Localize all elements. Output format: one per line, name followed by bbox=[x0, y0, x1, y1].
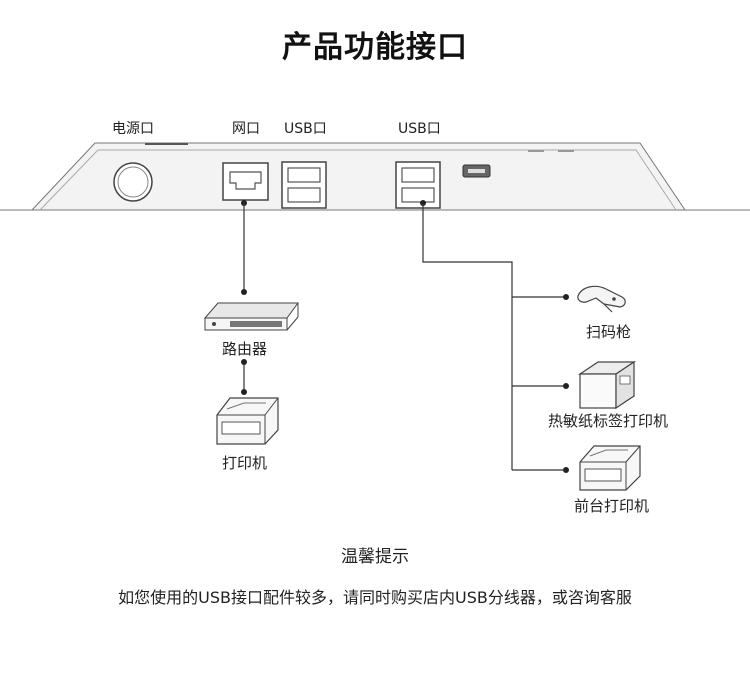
front-printer-label: 前台打印机 bbox=[574, 497, 650, 515]
front-printer-icon bbox=[579, 445, 641, 491]
power-port-label: 电源口 bbox=[112, 121, 154, 137]
label-printer-label: 热敏纸标签打印机 bbox=[548, 412, 669, 430]
scanner-label: 扫码枪 bbox=[586, 323, 632, 341]
usb-port-left-icon bbox=[281, 161, 327, 209]
micro-usb-port-icon bbox=[462, 164, 491, 178]
tip-title: 温馨提示 bbox=[341, 547, 409, 567]
printer-label: 打印机 bbox=[222, 454, 268, 472]
network-connection-line bbox=[241, 200, 247, 295]
printer-icon bbox=[216, 397, 279, 445]
usb-connection-tree bbox=[420, 200, 569, 473]
usb-port-right-icon bbox=[395, 161, 441, 209]
power-port-icon bbox=[113, 162, 153, 202]
network-port-icon bbox=[222, 162, 269, 201]
router-printer-connection-line bbox=[241, 359, 247, 395]
usb-port-left-label: USB口 bbox=[284, 121, 327, 137]
router-icon bbox=[203, 302, 299, 331]
router-label: 路由器 bbox=[222, 340, 268, 358]
label-printer-icon bbox=[578, 360, 636, 410]
device-body bbox=[30, 142, 686, 211]
usb-port-right-label: USB口 bbox=[398, 121, 441, 137]
tip-text: 如您使用的USB接口配件较多，请同时购买店内USB分线器，或咨询客服 bbox=[118, 588, 632, 607]
page-title: 产品功能接口 bbox=[282, 30, 468, 65]
network-port-label: 网口 bbox=[232, 121, 260, 137]
scanner-icon bbox=[577, 285, 626, 313]
